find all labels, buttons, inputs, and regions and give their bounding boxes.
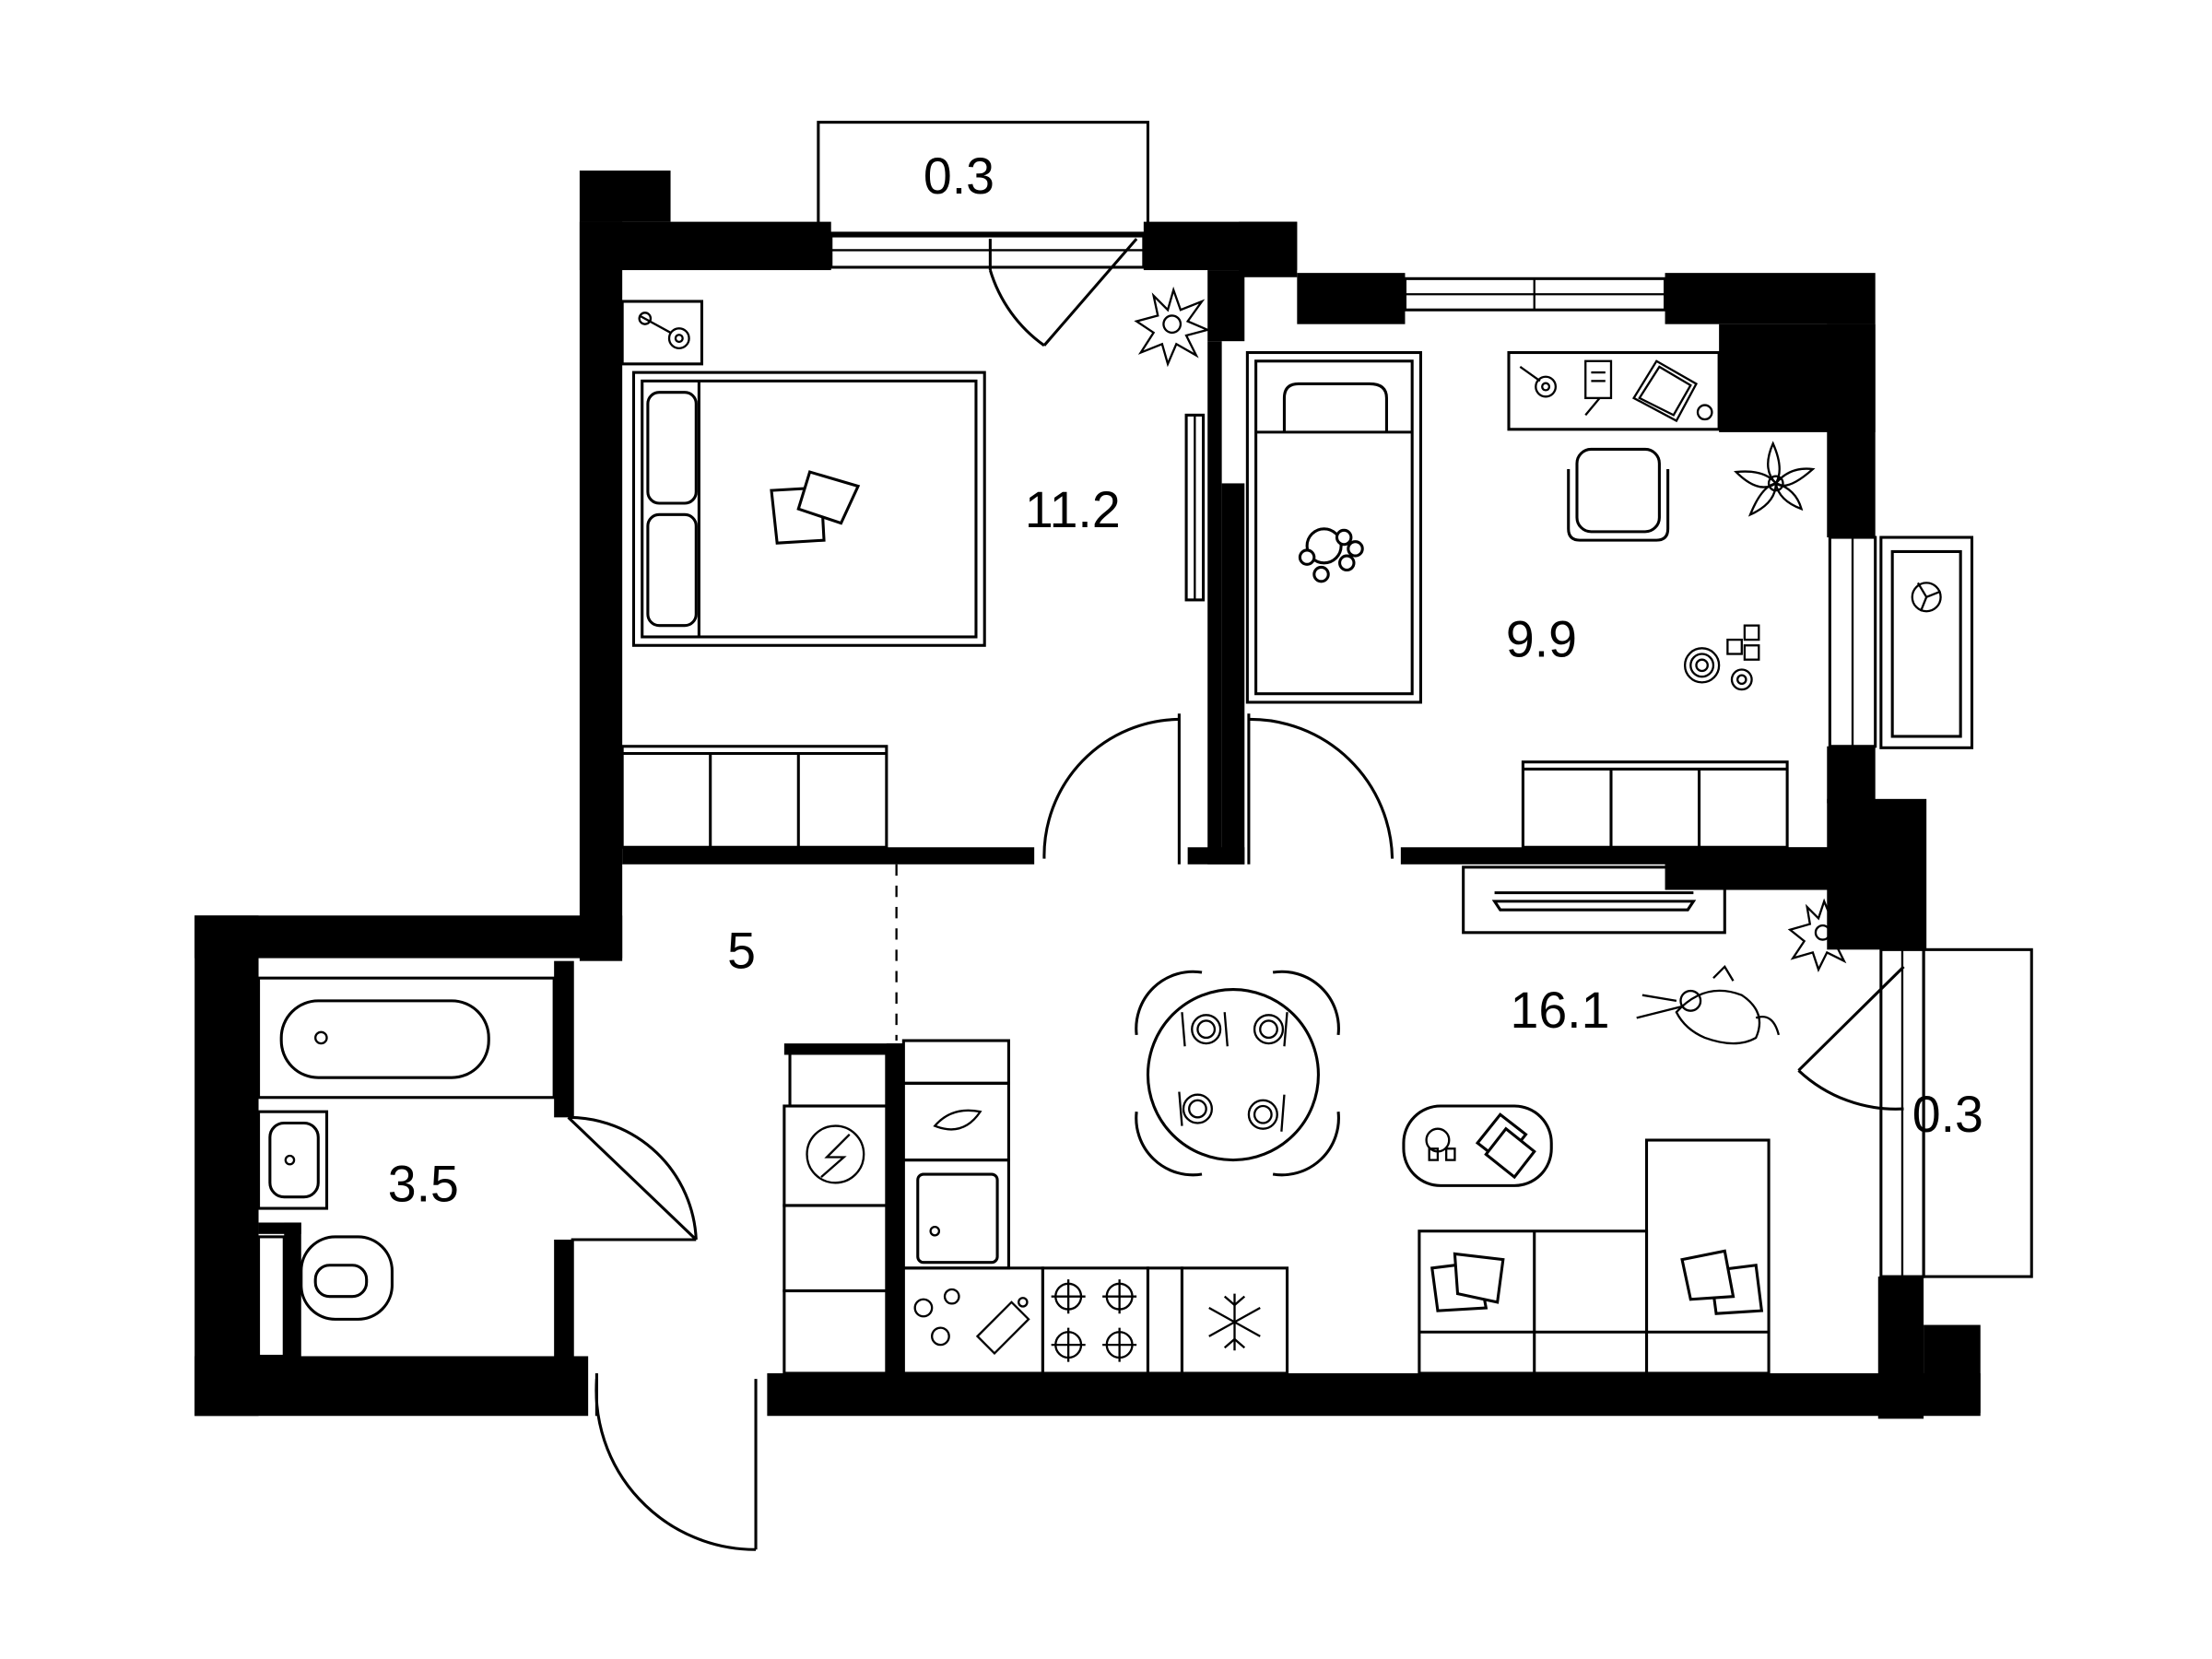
- plant-icon: [1134, 286, 1211, 368]
- fridge-icon: [782, 1050, 888, 1207]
- toilet-icon: [300, 1235, 394, 1321]
- bathroom-furniture: [256, 976, 556, 1359]
- area-label-bathroom: 3.5: [388, 1155, 459, 1212]
- plant-icon: [1787, 898, 1859, 972]
- freezer-icon: [1180, 1266, 1289, 1375]
- desk-chair-icon: [1567, 447, 1670, 542]
- area-labels: 0.3 11.2 9.9 5 16.1 0.3 3.5: [388, 147, 1983, 1213]
- toys-icon: [1683, 624, 1760, 691]
- sink-icon: [901, 1159, 1010, 1270]
- sofa-icon: [1418, 1138, 1771, 1375]
- stove-icon: [1041, 1266, 1150, 1375]
- living-furniture: [1135, 865, 1859, 1375]
- area-label-hallway: 5: [727, 922, 756, 979]
- desk-icon: [1507, 350, 1721, 431]
- coffee-table-icon: [1402, 1104, 1553, 1187]
- plant-icon: [1734, 441, 1816, 517]
- walls: [194, 171, 1981, 1419]
- area-label-balcony-top: 0.3: [924, 147, 994, 205]
- washbasin-icon: [256, 1110, 329, 1210]
- childroom-furniture: [1245, 350, 1974, 849]
- dining-table-icon: [1135, 970, 1340, 1177]
- windows: [830, 231, 1925, 1278]
- area-label-balcony-right: 0.3: [1912, 1086, 1983, 1143]
- area-label-living-kitchen: 16.1: [1510, 982, 1609, 1039]
- double-bed-icon: [631, 371, 986, 647]
- bathtub-icon: [256, 976, 556, 1100]
- balconies: [817, 121, 2033, 1278]
- bedroom-furniture: [620, 286, 1211, 849]
- area-label-bedroom: 11.2: [1025, 481, 1121, 538]
- kitchen-furniture: [782, 1039, 1289, 1375]
- doors: [567, 238, 1905, 1551]
- single-bed-icon: [1245, 350, 1422, 704]
- dog-icon: [1636, 964, 1780, 1045]
- area-label-childroom: 9.9: [1506, 611, 1577, 668]
